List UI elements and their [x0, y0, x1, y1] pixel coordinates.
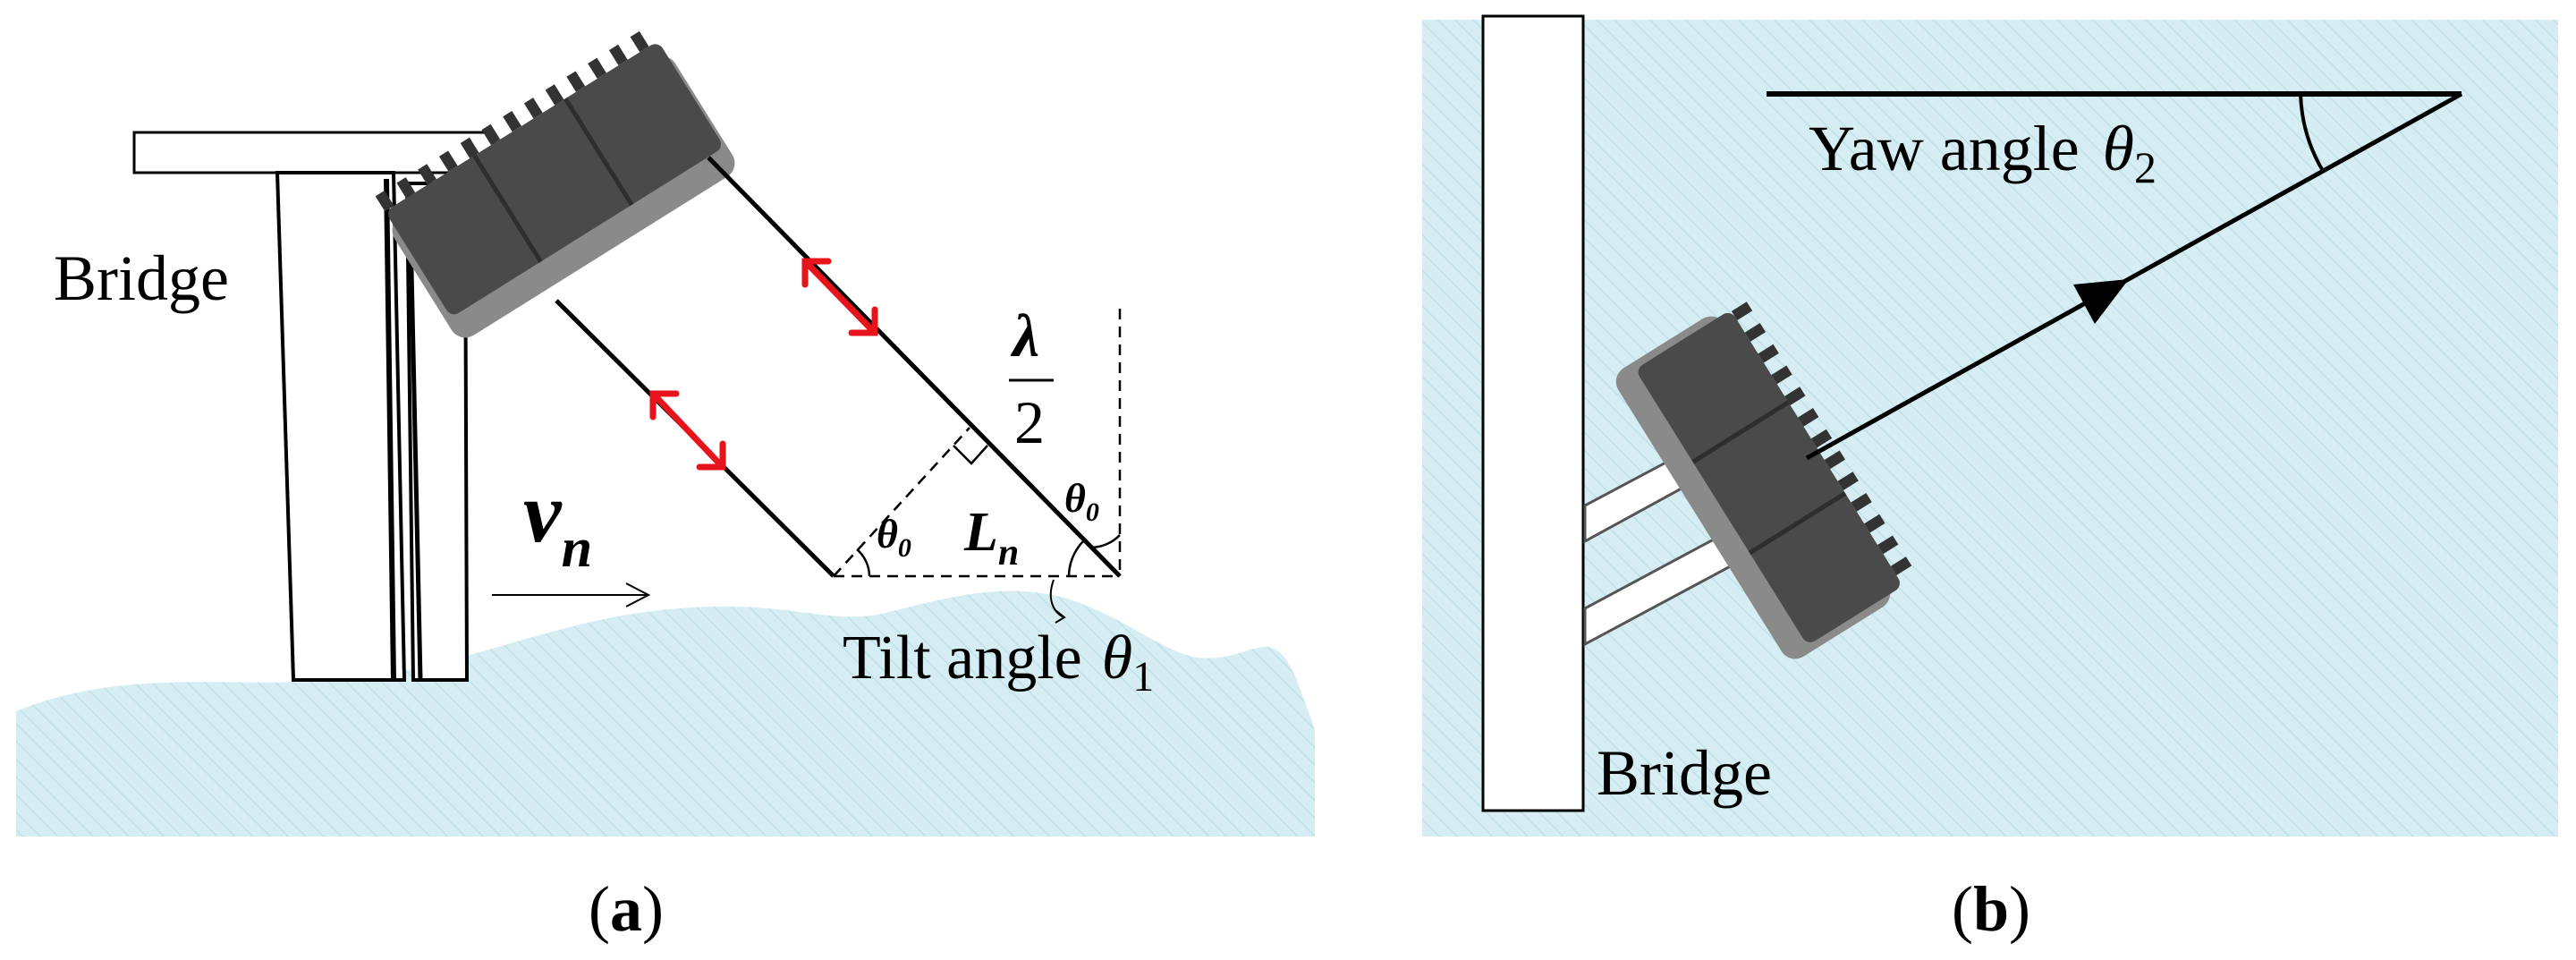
length-label: Ln	[963, 502, 1019, 573]
bridge-label-a: Bridge	[54, 242, 229, 314]
bridge-deck-a	[132, 131, 496, 174]
theta0-label-left: θ0	[877, 511, 911, 563]
water-surface-a	[16, 590, 1315, 837]
angle-arc-tilt	[1067, 539, 1085, 577]
transducer-a	[375, 30, 735, 338]
yaw-angle-arc	[2299, 93, 2325, 173]
theta0-label-right: θ0	[1064, 475, 1099, 527]
angle-arc-top	[1090, 534, 1121, 549]
angle-arc-left	[856, 548, 871, 577]
half-wavelength-numerator: λ	[1010, 302, 1039, 370]
red-double-arrow-upper	[801, 258, 878, 336]
caption-a: (a)	[589, 873, 664, 945]
right-angle-marker	[953, 445, 988, 465]
transducer-b	[1615, 302, 1912, 659]
bridge-label-b: Bridge	[1597, 737, 1772, 809]
dashed-construction	[833, 309, 1122, 578]
half-wavelength-denominator: 2	[1014, 388, 1045, 456]
water-surface-b	[1422, 20, 2558, 837]
caption-b: (b)	[1952, 873, 2030, 945]
red-double-arrow-lower	[649, 390, 726, 471]
bridge-pillar-left	[275, 171, 407, 682]
beam-line-upper	[707, 156, 1122, 578]
velocity-symbol: vn	[523, 464, 592, 579]
beam-direction-arrowhead	[2073, 279, 2129, 324]
bridge-wall-b	[1481, 14, 1585, 812]
beam-direction-line	[1805, 91, 2463, 461]
